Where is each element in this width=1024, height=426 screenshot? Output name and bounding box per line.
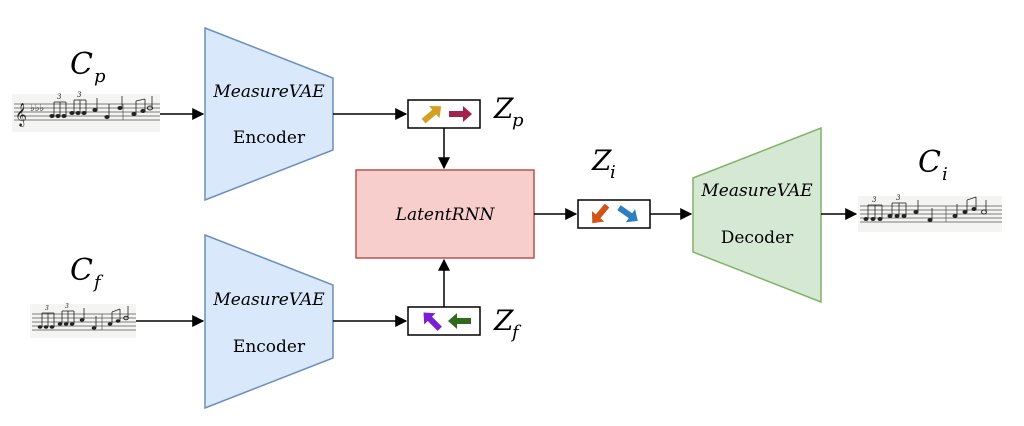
decoder-subtitle: Decoder xyxy=(721,228,794,248)
encoder-top-title: MeasureVAE xyxy=(212,82,325,102)
encoder-bottom-title: MeasureVAE xyxy=(212,290,325,310)
svg-text:Z: Z xyxy=(493,304,514,337)
svg-text:3: 3 xyxy=(57,93,62,101)
svg-text:C: C xyxy=(70,47,93,82)
arrow-down-left-icon xyxy=(591,203,610,224)
svg-text:Z: Z xyxy=(591,144,612,177)
label-c-f: C f xyxy=(70,253,104,293)
encoder-bottom-subtitle: Encoder xyxy=(233,337,306,357)
arrow-up-right-icon xyxy=(421,105,442,124)
arrow-left-icon xyxy=(448,313,471,329)
latent-z-f xyxy=(407,306,481,336)
label-z-i: Z i xyxy=(591,144,616,183)
svg-text:𝄞: 𝄞 xyxy=(15,102,27,127)
arrow-right-icon xyxy=(449,106,472,122)
svg-text:i: i xyxy=(942,164,948,185)
svg-text:3: 3 xyxy=(77,91,82,99)
svg-text:♭♭♭: ♭♭♭ xyxy=(30,103,44,114)
decoder-title: MeasureVAE xyxy=(700,181,813,201)
svg-text:3: 3 xyxy=(896,194,901,202)
label-c-i: C i xyxy=(918,145,948,185)
svg-text:3: 3 xyxy=(45,305,49,312)
svg-text:i: i xyxy=(610,162,616,183)
label-c-p: C p xyxy=(70,47,106,87)
arrow-up-left-icon xyxy=(423,312,442,331)
score-c-i: 3 3 xyxy=(858,194,1002,232)
svg-text:C: C xyxy=(918,145,941,180)
arrow-down-right-icon xyxy=(617,205,638,223)
latent-z-p xyxy=(407,99,481,129)
svg-text:f: f xyxy=(510,322,522,343)
svg-text:3: 3 xyxy=(872,196,877,204)
svg-text:p: p xyxy=(94,66,106,87)
encoder-top: MeasureVAE Encoder xyxy=(204,26,334,202)
encoder-bottom: MeasureVAE Encoder xyxy=(204,233,334,410)
latent-rnn-block: LatentRNN xyxy=(355,169,535,259)
label-z-p: Z p xyxy=(493,92,524,131)
svg-text:C: C xyxy=(70,253,93,288)
label-z-f: Z f xyxy=(493,304,522,343)
svg-text:f: f xyxy=(92,272,104,293)
encoder-top-subtitle: Encoder xyxy=(233,128,306,148)
latent-rnn-title: LatentRNN xyxy=(395,205,496,225)
decoder: MeasureVAE Decoder xyxy=(692,126,822,304)
connectors xyxy=(136,108,858,327)
score-c-f: 3 3 xyxy=(30,303,136,338)
score-c-p: 𝄞 ♭♭♭ 3 3 xyxy=(12,91,160,132)
svg-text:Z: Z xyxy=(493,92,514,125)
svg-text:p: p xyxy=(512,110,524,131)
latent-z-i xyxy=(577,199,651,229)
svg-text:3: 3 xyxy=(65,303,69,310)
